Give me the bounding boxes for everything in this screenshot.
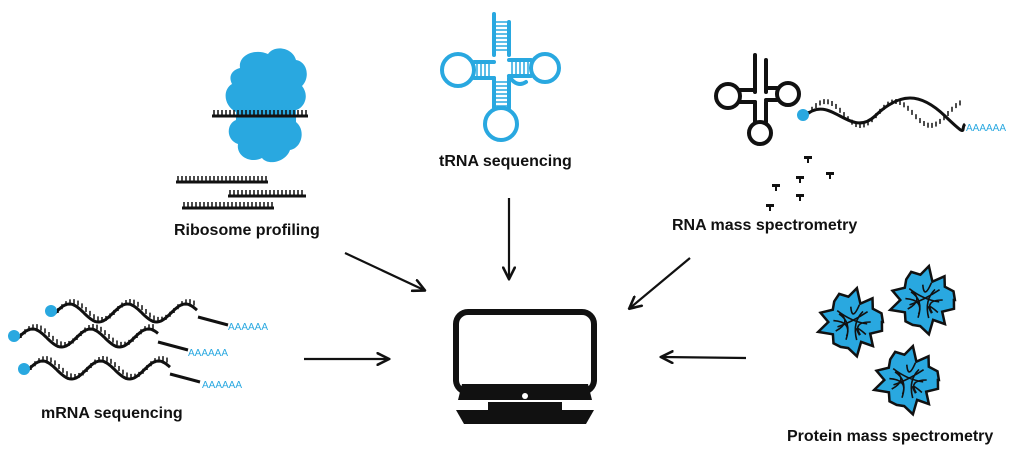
trna-icon [440,12,561,142]
ribosome-icon [212,48,308,163]
cap-dot [45,305,57,317]
label-trna-sequencing: tRNA sequencing [439,153,572,170]
label-mrna-sequencing: mRNA sequencing [41,405,183,422]
cap-dot [797,109,809,121]
polya-tail: AAAAAA [966,123,1006,134]
read-fragments [176,176,306,210]
trna-black-icon [714,53,801,146]
label-protein-mass-spectrometry: Protein mass spectrometry [787,428,994,445]
polya-tail: AAAAAA [202,380,242,391]
label-rna-mass-spectrometry: RNA mass spectrometry [672,217,858,234]
polya-tail: AAAAAA [228,322,268,333]
label-ribosome-profiling: Ribosome profiling [174,222,320,239]
cap-dot [18,363,30,375]
mrna-strands: AAAAAA AAAAAA AAAAAA [8,299,268,391]
polya-tail: AAAAAA [188,348,228,359]
nucleoside-fragments [766,156,834,211]
arrow-protein [662,357,747,358]
arrow-rna-ms [630,257,691,308]
cap-dot [8,330,20,342]
mrna-strand-rna-ms: AAAAAA [797,96,1006,134]
computer-icon [453,309,597,424]
arrow-ribosome [344,252,424,290]
protein-icon [815,263,957,417]
